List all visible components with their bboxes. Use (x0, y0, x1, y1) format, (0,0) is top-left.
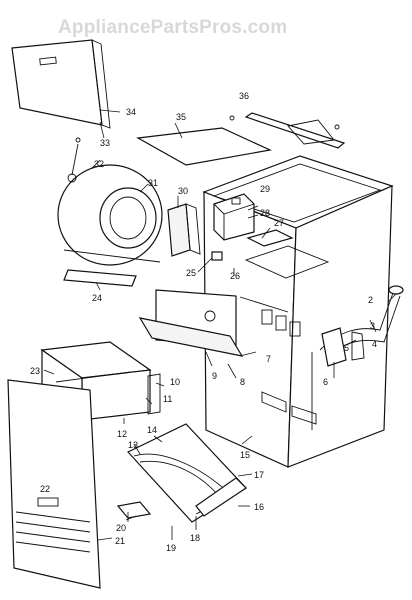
top-access-panel (11, 39, 111, 129)
blower-strip (63, 269, 137, 287)
callout-22: 22 (40, 484, 50, 494)
filter-block (167, 203, 201, 257)
callout-23: 23 (30, 366, 40, 376)
motor-mount (67, 137, 81, 183)
callout-24: 24 (92, 293, 102, 303)
callout-18: 18 (190, 533, 200, 543)
callout-28: 28 (260, 208, 270, 218)
front-door (7, 379, 101, 589)
callout-3: 3 (370, 321, 375, 331)
callout-11: 11 (163, 394, 172, 404)
callout-labels: 2 3 4 5 6 7 8 9 10 11 12 13 14 15 16 17 … (30, 91, 377, 553)
burner-plate (138, 289, 244, 357)
leader-lines (43, 109, 397, 541)
callout-7: 7 (266, 354, 271, 364)
callout-13: 13 (128, 440, 138, 450)
callout-32: 32 (94, 159, 104, 169)
callout-5: 5 (344, 343, 349, 353)
callout-2: 2 (368, 295, 373, 305)
top-bracket (229, 112, 346, 149)
callout-29: 29 (260, 184, 270, 194)
callout-4: 4 (372, 339, 377, 349)
heat-exchanger-tray (127, 423, 247, 523)
callout-36: 36 (239, 91, 249, 101)
callout-21: 21 (115, 536, 125, 546)
callout-15: 15 (240, 450, 250, 460)
callout-16: 16 (254, 502, 264, 512)
top-plate (136, 127, 272, 166)
small-bracket (116, 501, 152, 522)
callout-26: 26 (230, 271, 240, 281)
callout-14: 14 (147, 425, 157, 435)
limit-switch (197, 251, 223, 273)
callout-34: 34 (126, 107, 136, 117)
watermark-text: AppliancePartsPros.com (58, 17, 287, 38)
callout-19: 19 (166, 543, 176, 553)
callout-30: 30 (178, 186, 188, 196)
callout-31: 31 (148, 178, 158, 188)
callout-6: 6 (323, 377, 328, 387)
callout-8: 8 (240, 377, 245, 387)
callout-35: 35 (176, 112, 186, 122)
callout-25: 25 (186, 268, 196, 278)
callout-27: 27 (274, 218, 284, 228)
callout-10: 10 (170, 377, 180, 387)
callout-12: 12 (117, 429, 127, 439)
control-box (213, 193, 255, 241)
callout-20: 20 (116, 523, 126, 533)
callout-17: 17 (254, 470, 264, 480)
blower-assembly (57, 164, 163, 266)
gas-valve-piping (319, 285, 404, 367)
callout-9: 9 (212, 371, 217, 381)
callout-33: 33 (100, 138, 110, 148)
